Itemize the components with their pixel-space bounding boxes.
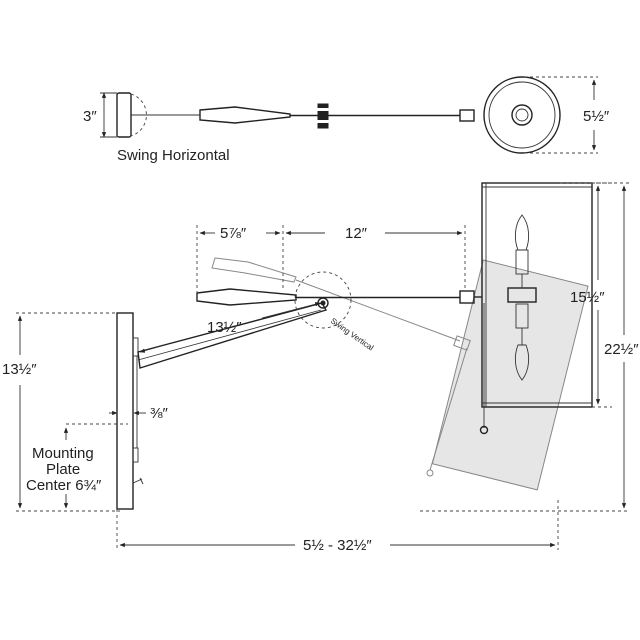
swing-horizontal-label: Swing Horizontal [117, 147, 230, 164]
top-swivel-knuckle [317, 103, 329, 129]
side-view: Swing Vertical [2, 182, 639, 554]
dim-wall-height-label: 13½″ [2, 361, 37, 378]
wall-switch-icon [132, 477, 144, 485]
dim-extension-label: 5½ - 32½″ [303, 537, 372, 554]
dim-arm-reach-label: 5⅞″ [220, 225, 247, 242]
bulb-icon [507, 214, 537, 381]
dim-shade-label: 5½″ [583, 108, 610, 125]
mounting-label-1: Mounting [32, 445, 94, 462]
dim-overall-height-label: 22½″ [604, 341, 639, 358]
wall-backplate [116, 312, 134, 510]
top-view: 3″ 5½″ Swing Horizontal [83, 76, 610, 164]
socket-collar [459, 290, 475, 304]
lower-arm [137, 302, 328, 369]
shade-body [481, 182, 593, 408]
swing-vertical-circle [294, 271, 352, 329]
mounting-label-3: Center 6¾″ [26, 477, 102, 494]
dim-plate-depth-label: ⅜″ [150, 405, 169, 422]
dim-arm-length-label: 12″ [345, 225, 368, 242]
upper-arm-handle [196, 288, 297, 306]
top-backplate-swing-arc [130, 93, 147, 137]
top-arm-handle [199, 106, 291, 124]
top-shade [483, 76, 561, 154]
dim-shade-height-label: 15½″ [570, 289, 605, 306]
ghost-arm-handle [211, 257, 297, 283]
swing-vertical-label: Swing Vertical [329, 316, 376, 352]
top-backplate [116, 92, 132, 138]
mounting-label-2: Plate [46, 461, 80, 478]
ghost-shade [431, 259, 589, 491]
dim-backplate-label: 3″ [83, 108, 97, 125]
dim-lower-arm-label: 13½″ [207, 319, 242, 336]
